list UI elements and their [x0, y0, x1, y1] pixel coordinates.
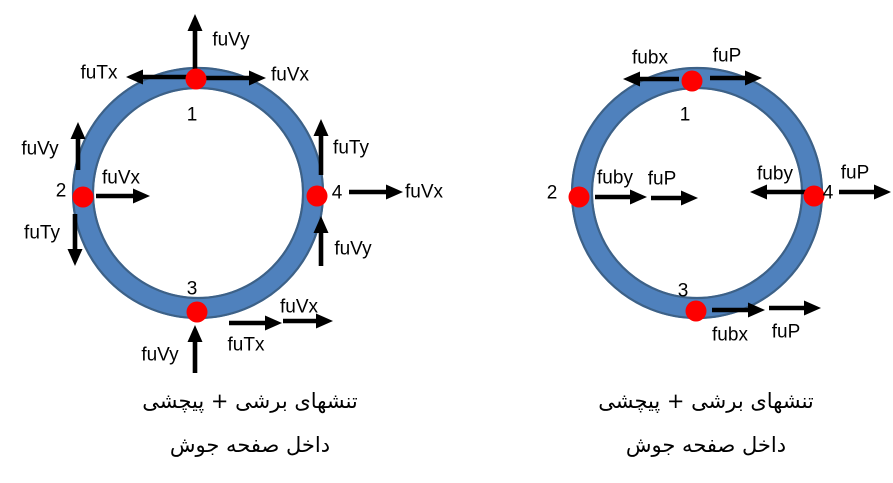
force-fubx-top-left-label: fubx: [632, 48, 668, 69]
weld-circle-shear-torsion-left-point-4-dot: [306, 185, 328, 207]
force-fuTy-left-down-label: fuTy: [24, 223, 60, 244]
weld-circle-shear-torsion-left-point-3-dot: [186, 301, 208, 323]
force-fuP-left-right-label: fuP: [648, 169, 677, 190]
force-fuP-right-right-head: [874, 184, 891, 200]
force-fuby-left-right-head: [630, 189, 647, 205]
caption-left-line2: داخل صفحه جوش: [169, 433, 331, 457]
weld-circle-shear-torsion-left-point-2-number: 2: [56, 181, 67, 202]
weld-circle-shear-torsion-right-point-3-number: 3: [678, 281, 689, 302]
force-fuVx-top-right-label: fuVx: [271, 65, 310, 86]
force-fuP-right-right-label: fuP: [841, 163, 870, 184]
weld-circle-shear-torsion-left-point-1-dot: [185, 68, 207, 90]
force-fuTy-right-up-head: [313, 119, 329, 136]
force-fuP-top-right-head: [745, 70, 762, 86]
force-fuVy-left-up-head: [70, 122, 86, 139]
force-fuVy-right-below-label: fuVy: [334, 239, 372, 260]
force-fuTy-right-up-label: fuTy: [333, 138, 369, 159]
caption-left: تنشهای برشی + پیچشی داخل صفحه جوش: [90, 379, 410, 467]
force-fuVy-bottom-up-label: fuVy: [141, 345, 179, 366]
weld-circle-shear-torsion-left-point-4-number: 4: [332, 183, 343, 204]
force-fuVx-right-right-head: [386, 184, 403, 200]
force-fubx-bottom-right-head: [748, 302, 765, 318]
force-fuVx-bottom-right-head: [316, 313, 333, 329]
weld-circle-shear-torsion-right-point-1-number: 1: [680, 105, 691, 126]
weld-circle-shear-torsion-left-point-1-number: 1: [187, 105, 198, 126]
force-fuVx-left-right-label: fuVx: [102, 168, 141, 189]
weld-circle-shear-torsion-right-point-3-dot: [685, 300, 707, 322]
weld-circle-shear-torsion-left: fuVy fuTx fuVx fuVy fuVx fuTy fuTy fuVx fuVy fuVy…: [21, 14, 444, 373]
force-fuTy-left-down-head: [67, 249, 83, 266]
force-fubx-top-left-head: [623, 71, 640, 87]
force-fuP-top-right-label: fuP: [713, 46, 742, 67]
force-fuVy-bottom-up-head: [187, 325, 203, 342]
force-fuP-bottom-right-label: fuP: [772, 322, 801, 343]
weld-circle-shear-torsion-left-point-2-dot: [72, 186, 94, 208]
weld-circle-shear-torsion-left-point-3-number: 3: [187, 279, 198, 300]
caption-right-line2: داخل صفحه جوش: [625, 433, 787, 457]
force-fuVy-right-below-head: [313, 216, 329, 233]
force-fuTx-bottom-right-head: [265, 315, 282, 331]
force-fuVy-top-up-head: [187, 14, 203, 31]
force-fuVx-left-right-head: [133, 188, 150, 204]
force-fuVy-top-up-label: fuVy: [212, 30, 250, 51]
force-fuTx-top-left-label: fuTx: [81, 63, 118, 84]
force-fuby-left-right-label: fuby: [597, 168, 633, 189]
force-fuby-right-left-head: [750, 184, 767, 200]
caption-right: تنشهای برشی + پیچشی داخل صفحه جوش: [546, 379, 866, 467]
force-fuTx-top-left-head: [126, 69, 143, 85]
force-fuby-right-left-label: fuby: [757, 164, 793, 185]
force-fuVx-bottom-right-label: fuVx: [280, 297, 319, 318]
force-fuVx-right-right-label: fuVx: [405, 182, 444, 203]
force-fubx-bottom-right-label: fubx: [712, 325, 748, 346]
force-fuP-left-right-head: [681, 190, 698, 206]
weld-circle-shear-torsion-right-point-4-number: 4: [823, 183, 834, 204]
weld-circle-shear-torsion-right-point-4-dot: [803, 185, 825, 207]
force-fuVx-top-right-head: [249, 70, 266, 86]
caption-left-line1: تنشهای برشی + پیچشی: [142, 389, 358, 413]
weld-circle-shear-torsion-left-ring-inner-edge: [91, 86, 305, 300]
force-fuP-bottom-right-head: [804, 300, 821, 316]
weld-circle-shear-torsion-left-ring: [72, 67, 324, 319]
force-fuTx-bottom-right-label: fuTx: [228, 335, 265, 356]
caption-right-line1: تنشهای برشی + پیچشی: [598, 389, 814, 413]
weld-circle-shear-torsion-right-point-1-dot: [681, 70, 703, 92]
force-fuVy-left-up-label: fuVy: [21, 139, 59, 160]
weld-circle-shear-torsion-right-point-2-number: 2: [547, 183, 558, 204]
weld-circle-shear-torsion-right-point-2-dot: [568, 186, 590, 208]
